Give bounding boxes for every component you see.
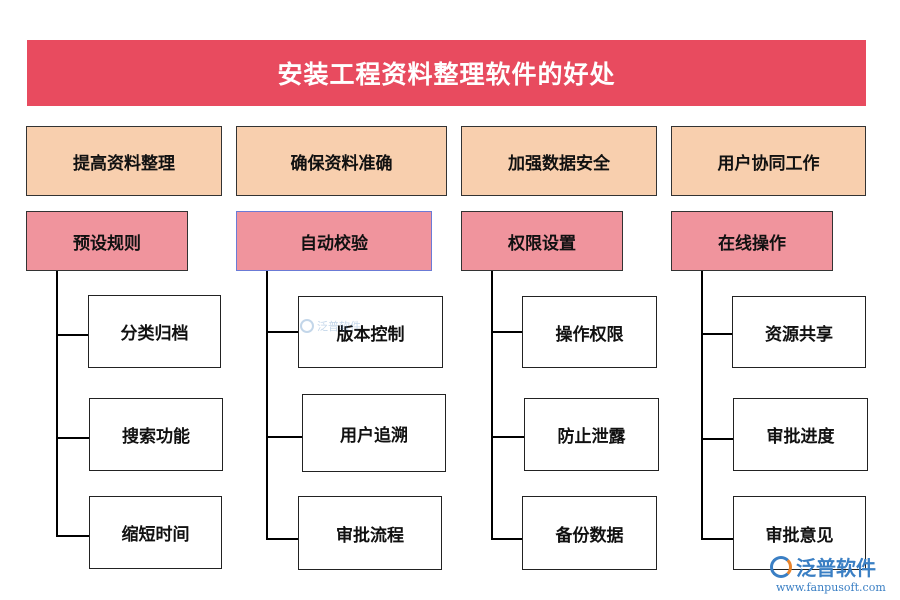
connector-branch-2-3	[266, 538, 298, 540]
connector-vertical-1	[56, 271, 58, 536]
item-box-2-2: 用户追溯	[302, 394, 446, 472]
category-box-4: 用户协同工作	[671, 126, 866, 196]
watermark-faint: 泛普软件	[300, 318, 361, 334]
logo-name: 泛普软件	[796, 556, 876, 580]
item-box-2-1: 版本控制	[298, 296, 443, 368]
item-box-4-3: 审批意见	[733, 496, 866, 570]
subcategory-box-4: 在线操作	[671, 211, 833, 271]
connector-branch-4-1	[701, 333, 733, 335]
connector-branch-2-2	[266, 436, 302, 438]
item-box-3-3: 备份数据	[522, 496, 657, 570]
subcategory-box-2: 自动校验	[236, 211, 432, 271]
item-box-4-1: 资源共享	[732, 296, 866, 368]
connector-branch-2-1	[266, 331, 298, 333]
item-box-1-3: 缩短时间	[89, 496, 222, 569]
item-box-2-3: 审批流程	[298, 496, 442, 570]
connector-branch-1-3	[56, 535, 89, 537]
watermark-faint-text: 泛普软件	[317, 320, 361, 333]
connector-vertical-2	[266, 271, 268, 539]
connector-branch-4-3	[701, 538, 733, 540]
diagram-title: 安装工程资料整理软件的好处	[27, 40, 866, 106]
connector-branch-1-1	[56, 334, 88, 336]
connector-vertical-3	[491, 271, 493, 539]
connector-branch-1-2	[56, 437, 89, 439]
fanpu-logo-icon	[770, 555, 792, 578]
connector-branch-4-2	[701, 438, 734, 440]
brand-logo: 泛普软件 www.fanpusoft.com	[770, 552, 886, 594]
fanpu-watermark-icon	[300, 319, 314, 333]
item-box-1-2: 搜索功能	[89, 398, 223, 471]
item-box-3-1: 操作权限	[522, 296, 657, 368]
subcategory-box-1: 预设规则	[26, 211, 188, 271]
connector-branch-3-3	[491, 538, 523, 540]
connector-vertical-4	[701, 271, 703, 539]
subcategory-box-3: 权限设置	[461, 211, 623, 271]
category-box-2: 确保资料准确	[236, 126, 447, 196]
logo-url: www.fanpusoft.com	[776, 581, 886, 594]
item-box-4-2: 审批进度	[733, 398, 868, 471]
connector-branch-3-1	[491, 331, 523, 333]
category-box-3: 加强数据安全	[461, 126, 657, 196]
connector-branch-3-2	[491, 436, 525, 438]
item-box-3-2: 防止泄露	[524, 398, 659, 471]
category-box-1: 提高资料整理	[26, 126, 222, 196]
item-box-1-1: 分类归档	[88, 295, 221, 368]
